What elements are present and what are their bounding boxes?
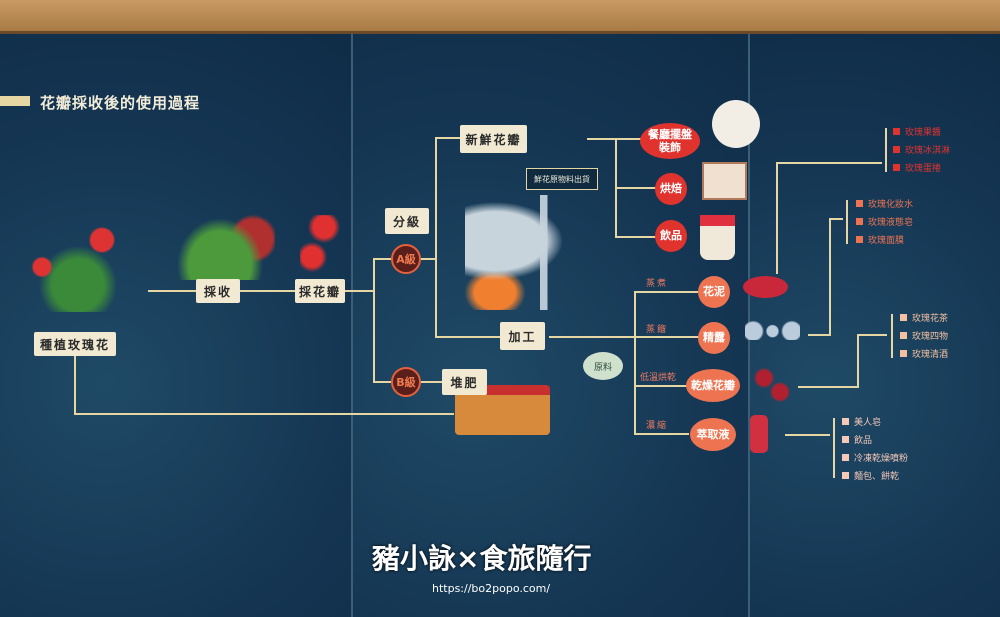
- distiller-illustration: [465, 195, 615, 310]
- connector-line: [785, 434, 830, 436]
- connector-line: [420, 381, 442, 383]
- watermark: 豬小詠×食旅隨行: [372, 542, 592, 575]
- list-item: 玫瑰蛋捲: [893, 160, 950, 178]
- use-drinks: 飲品: [655, 220, 687, 252]
- list-item: 玫瑰花茶: [900, 310, 948, 328]
- harvest-illustration: [165, 205, 275, 280]
- wood-frame: [0, 0, 1000, 34]
- node-pick-petals: 採花瓣: [295, 279, 345, 303]
- connector-line: [148, 290, 196, 292]
- list-hydrosol-products: 玫瑰化妝水玫瑰液態皂玫瑰面膜: [856, 196, 913, 250]
- list-item: 玫瑰冰淇淋: [893, 142, 950, 160]
- node-plant: 種植玫瑰花: [34, 332, 116, 356]
- connector-line: [435, 137, 460, 139]
- connector-line: [846, 200, 848, 244]
- list-item: 玫瑰化妝水: [856, 196, 913, 214]
- list-item: 冷凍乾燥噴粉: [842, 450, 908, 468]
- extract-bottle-illustration: [750, 415, 768, 453]
- connector-line: [240, 290, 295, 292]
- connector-line: [776, 162, 882, 164]
- node-harvest: 採收: [196, 279, 240, 303]
- connector-line: [829, 218, 831, 336]
- connector-line: [549, 336, 699, 338]
- method-label: 低溫烘乾: [640, 373, 677, 383]
- connector-line: [808, 334, 830, 336]
- list-dried-products: 玫瑰花茶玫瑰四物玫瑰清酒: [900, 310, 948, 364]
- rose-bush-illustration: [18, 222, 138, 312]
- raw-speech-bubble: 原料: [583, 352, 623, 380]
- connector-line: [435, 336, 500, 338]
- node-processing: 加工: [500, 322, 545, 350]
- drink-illustration: [700, 215, 735, 260]
- connector-line: [634, 291, 636, 434]
- node-compost: 堆肥: [442, 369, 487, 395]
- grade-b-badge: B級: [391, 367, 421, 397]
- connector-line: [74, 413, 454, 415]
- connector-line: [798, 386, 858, 388]
- plate-illustration: [712, 100, 760, 148]
- connector-line: [857, 334, 859, 388]
- title-bar-icon: [0, 96, 30, 106]
- list-item: 玫瑰液態皂: [856, 214, 913, 232]
- connector-line: [857, 334, 887, 336]
- list-item: 玫瑰四物: [900, 328, 948, 346]
- dried-petals-illustration: [752, 362, 792, 402]
- connector-line: [587, 138, 642, 140]
- product-dried-petals: 乾燥花瓣: [686, 369, 740, 402]
- node-fresh-petals: 新鮮花瓣: [460, 125, 527, 153]
- panel-seam: [351, 34, 353, 617]
- page-title: 花瓣採收後的使用過程: [40, 94, 201, 112]
- method-label: 濃縮: [646, 421, 669, 431]
- connector-line: [833, 418, 835, 478]
- method-label: 蒸餾: [646, 325, 669, 335]
- node-grading: 分級: [385, 208, 429, 234]
- connector-line: [615, 236, 657, 238]
- connector-line: [829, 218, 843, 220]
- list-item: 美人皂: [842, 414, 908, 432]
- product-paste: 花泥: [698, 276, 730, 308]
- list-paste-products: 玫瑰果醬玫瑰冰淇淋玫瑰蛋捲: [893, 124, 950, 178]
- list-item: 玫瑰清酒: [900, 346, 948, 364]
- grade-a-badge: A級: [391, 244, 421, 274]
- use-plating: 餐廳擺盤裝飾: [640, 123, 700, 159]
- connector-line: [435, 137, 437, 337]
- connector-line: [373, 258, 391, 260]
- product-extract: 萃取液: [690, 418, 736, 451]
- product-hydrosol: 精露: [698, 322, 730, 354]
- list-item: 麵包、餅乾: [842, 468, 908, 486]
- bread-illustration: [702, 162, 747, 200]
- connector-line: [373, 258, 375, 382]
- connector-line: [634, 291, 698, 293]
- watermark-url: https://bo2popo.com/: [432, 582, 551, 595]
- connector-line: [891, 314, 893, 358]
- panel-middle: [352, 34, 750, 617]
- rose-paste-illustration: [743, 276, 788, 298]
- petal-illustration: [300, 215, 340, 275]
- connector-line: [634, 385, 689, 387]
- connector-line: [345, 290, 373, 292]
- connector-line: [74, 355, 76, 415]
- list-item: 玫瑰面膜: [856, 232, 913, 250]
- method-label: 蒸煮: [646, 279, 669, 289]
- list-extract-products: 美人皂飲品冷凍乾燥噴粉麵包、餅乾: [842, 414, 908, 486]
- use-baking: 烘焙: [655, 173, 687, 205]
- connector-line: [615, 187, 657, 189]
- connector-line: [776, 162, 778, 274]
- list-item: 飲品: [842, 432, 908, 450]
- ship-label: 鮮花原物料出貨: [526, 168, 598, 190]
- panel-left: [0, 34, 352, 617]
- connector-line: [885, 128, 887, 172]
- connector-line: [634, 433, 689, 435]
- list-item: 玫瑰果醬: [893, 124, 950, 142]
- droplets-illustration: [745, 318, 800, 340]
- connector-line: [373, 381, 391, 383]
- connector-line: [420, 258, 436, 260]
